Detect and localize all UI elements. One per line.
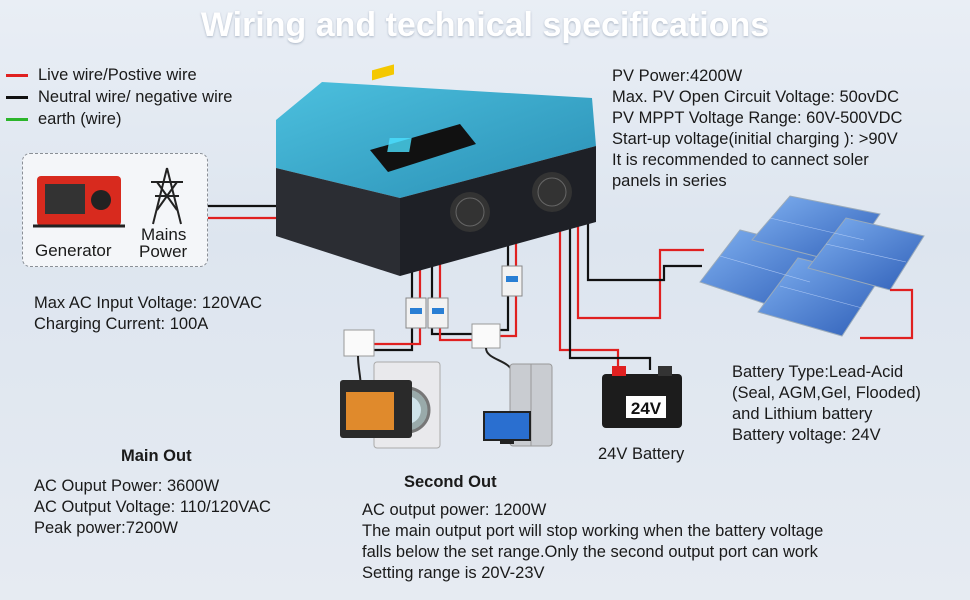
legend-live: Live wire/Postive wire (6, 64, 232, 86)
battery-label: 24V Battery (598, 445, 685, 463)
second-out-line: The main output port will stop working w… (362, 522, 824, 540)
pv-line: Max. PV Open Circuit Voltage: 50ovDC (612, 88, 900, 106)
live-wire-swatch (6, 73, 28, 77)
oven-icon (340, 380, 412, 438)
second-out-specs: AC output power: 1200W The main output p… (362, 500, 823, 584)
generator-label: Generator (35, 241, 112, 260)
pv-line: panels in series (612, 172, 727, 190)
power-label: Power (139, 242, 188, 261)
battery-line: (Seal, AGM,Gel, Flooded) (732, 384, 921, 402)
circuit-breakers (405, 265, 523, 329)
legend-earth-label: earth (wire) (38, 110, 122, 128)
neutral-wire-swatch (6, 95, 28, 99)
pv-line: PV MPPT Voltage Range: 60V-500VDC (612, 109, 903, 127)
main-out-line: AC Ouput Power: 3600W (34, 477, 220, 495)
generator-mains-box: Generator Mains Power (22, 153, 208, 267)
battery-badge: 24V (631, 399, 662, 418)
pv-line: PV Power:4200W (612, 67, 743, 85)
wire-legend: Live wire/Postive wire Neutral wire/ neg… (6, 64, 232, 130)
pv-line: It is recommended to cannect soler (612, 151, 869, 169)
second-out-line: falls below the set range.Only the secon… (362, 543, 818, 561)
transmission-tower-icon (151, 167, 183, 225)
solar-panel (699, 195, 925, 337)
battery-line: Battery Type:Lead-Acid (732, 363, 904, 381)
battery-line: and Lithium battery (732, 405, 873, 423)
main-out-line: AC Output Voltage: 110/120VAC (34, 498, 271, 516)
battery-icon (602, 366, 682, 428)
second-out-line: Setting range is 20V-23V (362, 564, 545, 582)
main-out-title: Main Out (121, 447, 192, 465)
socket-main (343, 329, 375, 357)
main-out-line: Peak power:7200W (34, 519, 178, 537)
ac-input-specs: Max AC Input Voltage: 120VAC Charging Cu… (34, 293, 262, 335)
ac-input-line: Max AC Input Voltage: 120VAC (34, 294, 263, 312)
legend-live-label: Live wire/Postive wire (38, 66, 197, 84)
earth-wire-swatch (6, 117, 28, 121)
mains-label: Mains (141, 225, 187, 244)
legend-earth: earth (wire) (6, 108, 232, 130)
second-out-title: Second Out (404, 473, 497, 491)
pv-line: Start-up voltage(initial charging ): >90… (612, 130, 898, 148)
main-out-specs: AC Ouput Power: 3600W AC Output Voltage:… (34, 476, 271, 539)
tv-icon (483, 411, 531, 444)
page-title: Wiring and technical specifications (200, 6, 770, 44)
pv-specs: PV Power:4200W Max. PV Open Circuit Volt… (612, 66, 902, 192)
ac-input-line: Charging Current: 100A (34, 315, 209, 333)
solar-panel-array (699, 195, 925, 337)
generator-icon (33, 176, 125, 228)
battery-line: Battery voltage: 24V (732, 426, 881, 444)
legend-neutral: Neutral wire/ negative wire (6, 86, 232, 108)
socket-second (471, 323, 501, 349)
legend-neutral-label: Neutral wire/ negative wire (38, 88, 233, 106)
battery-specs: Battery Type:Lead-Acid (Seal, AGM,Gel, F… (732, 362, 921, 446)
inverter (276, 64, 596, 276)
second-out-line: AC output power: 1200W (362, 501, 547, 519)
